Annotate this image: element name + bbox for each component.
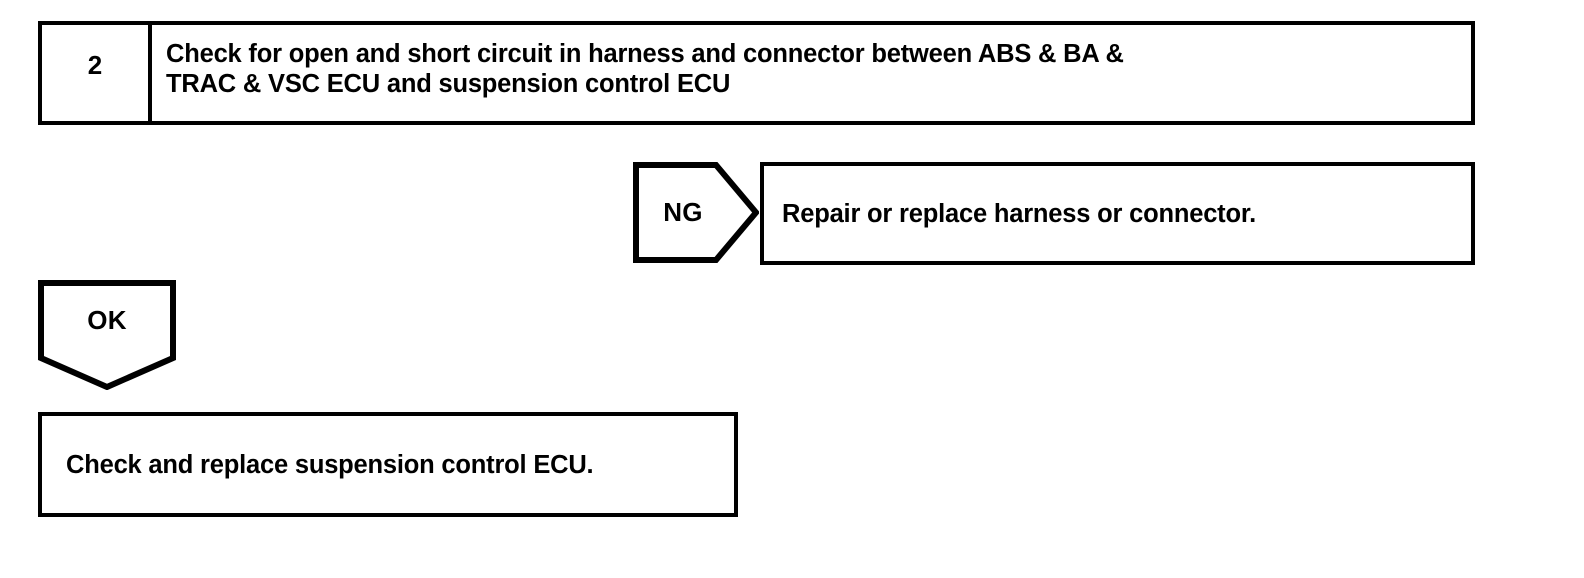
ng-pentagon-outline	[633, 162, 759, 263]
step-description-cell: Check for open and short circuit in harn…	[152, 25, 1471, 121]
step-number-cell: 2	[42, 25, 152, 121]
ok-result-box: Check and replace suspension control ECU…	[38, 412, 738, 517]
step-description: Check for open and short circuit in harn…	[166, 40, 1124, 98]
ok-result-text: Check and replace suspension control ECU…	[66, 450, 594, 479]
step-number: 2	[87, 50, 103, 80]
step-box: 2 Check for open and short circuit in ha…	[38, 21, 1475, 125]
ng-result-text: Repair or replace harness or connector.	[782, 199, 1257, 228]
ok-branch-pentagon	[38, 280, 176, 390]
ok-pentagon-outline	[38, 280, 176, 390]
ng-result-box: Repair or replace harness or connector.	[760, 162, 1475, 265]
ng-branch-pentagon	[633, 162, 759, 263]
